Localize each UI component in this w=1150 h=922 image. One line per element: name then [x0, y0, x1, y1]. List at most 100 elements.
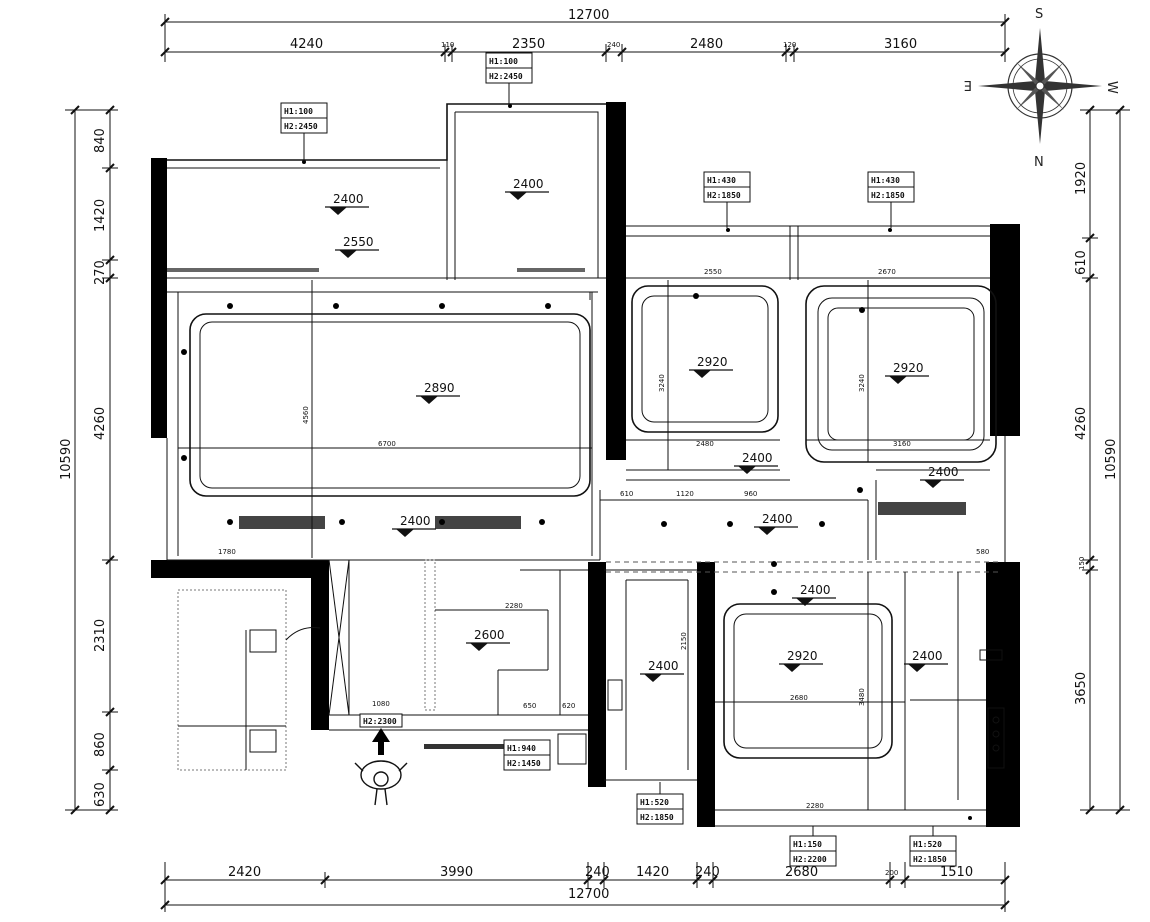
level-triangle-icon — [509, 192, 527, 200]
dim-610: 610 — [620, 490, 633, 498]
top-dim-5: 2480 — [690, 37, 723, 52]
level-triangle-icon — [396, 529, 414, 537]
compass-w: W — [1104, 81, 1119, 94]
bottom-dim-6: 2680 — [785, 865, 818, 880]
tag-d-h2: H2:1850 — [871, 191, 905, 200]
ceiling-level-value: 2920 — [697, 355, 728, 369]
tag-e-h1: H1:940 — [507, 744, 536, 753]
compass-s: S — [1035, 7, 1043, 22]
ceiling-level-value: 2920 — [787, 649, 818, 663]
dim-620: 620 — [562, 702, 575, 710]
right-dim-2: 610 — [1074, 250, 1089, 275]
ceiling-level-lv-2400-a: 2400 — [325, 192, 369, 215]
ceiling-level-lv-2920-b: 2920 — [885, 361, 929, 384]
level-triangle-icon — [908, 664, 926, 672]
tag-f: H1:520 H2:1850 — [636, 782, 684, 825]
dim-3240-a: 3240 — [658, 374, 666, 392]
level-triangle-icon — [738, 466, 756, 474]
bottom-dim-2: 3990 — [440, 865, 473, 880]
tag-h-h1: H1:520 — [913, 840, 942, 849]
tag-b-h2: H2:2450 — [489, 72, 523, 81]
ceiling-level-value: 2400 — [912, 649, 943, 663]
tag-g-h1: H1:150 — [793, 840, 822, 849]
dim-2550-top: 2550 — [704, 268, 722, 276]
tag-door-h2: H2:2300 — [363, 717, 397, 726]
right-dim-4: 150 — [1078, 557, 1086, 570]
ceiling-level-lv-2550: 2550 — [335, 235, 379, 258]
tag-d-h1: H1:430 — [871, 176, 900, 185]
dim-1780: 1780 — [218, 548, 236, 556]
top-dim-6: 120 — [783, 41, 796, 49]
entry-person-icon — [354, 760, 408, 806]
top-dim-7: 3160 — [884, 37, 917, 52]
tag-g-h2: H2:2200 — [793, 855, 827, 864]
left-total-dim: 10590 — [59, 439, 74, 480]
tag-a: H1:100 H2:2450 — [280, 102, 328, 161]
tag-d: H1:430 H2:1850 — [867, 171, 915, 228]
level-triangle-icon — [783, 664, 801, 672]
bottom-total-dim: 12700 — [568, 887, 609, 902]
bottom-dim-5: 240 — [695, 865, 720, 880]
level-triangle-icon — [758, 527, 776, 535]
tag-door: H2:2300 — [359, 713, 403, 728]
ceiling-level-value: 2400 — [800, 583, 831, 597]
dim-1120: 1120 — [676, 490, 694, 498]
ceiling-level-lv-2400-g: 2400 — [640, 659, 684, 682]
level-triangle-icon — [889, 376, 907, 384]
ceiling-level-lv-2890: 2890 — [416, 381, 460, 404]
bottom-dim-7: 200 — [885, 869, 898, 877]
dim-3240-b: 3240 — [858, 374, 866, 392]
ceiling-level-lv-2920-a: 2920 — [689, 355, 733, 378]
ceiling-level-lv-2920-c: 2920 — [779, 649, 823, 672]
dim-960: 960 — [744, 490, 757, 498]
tag-c-h1: H1:430 — [707, 176, 736, 185]
outline — [166, 103, 1006, 827]
bottom-dim-4: 1420 — [636, 865, 669, 880]
compass-n: N — [1034, 155, 1044, 170]
left-dim-3: 270 — [93, 260, 108, 285]
left-dim-4: 4260 — [93, 407, 108, 440]
ceiling-level-value: 2890 — [424, 381, 455, 395]
ceiling-level-lv-2400-b: 2400 — [505, 177, 549, 200]
ceiling-level-value: 2400 — [742, 451, 773, 465]
inner-dimensions: 6700 4560 2480 2550 3240 2670 3160 3240 … — [178, 268, 990, 810]
dim-2150: 2150 — [680, 632, 688, 650]
tag-e: H1:940 H2:1450 — [503, 739, 551, 771]
light-fixtures — [167, 104, 972, 820]
right-dim-5: 3650 — [1074, 672, 1089, 705]
dim-2280: 2280 — [505, 602, 523, 610]
level-triangle-icon — [924, 480, 942, 488]
dim-2480: 2480 — [696, 440, 714, 448]
compass-e: E — [964, 77, 972, 92]
ceiling-level-value: 2400 — [648, 659, 679, 673]
top-dim-4: 240 — [607, 41, 620, 49]
tag-a-h1: H1:100 — [284, 107, 313, 116]
ceiling-level-lv-2400-i: 2400 — [904, 649, 948, 672]
compass-icon: S N E W — [964, 7, 1119, 170]
dim-2670: 2670 — [878, 268, 896, 276]
bottom-dim-8: 1510 — [940, 865, 973, 880]
left-dim-6: 860 — [93, 732, 108, 757]
ceiling-levels: 2400 2550 2400 2890 2920 2920 2400 2400 2400 2400… — [325, 177, 964, 682]
level-triangle-icon — [644, 674, 662, 682]
entry-arrow-icon — [372, 728, 390, 755]
tag-a-h2: H2:2450 — [284, 122, 318, 131]
tag-f-h1: H1:520 — [640, 798, 669, 807]
tag-h-h2: H2:1850 — [913, 855, 947, 864]
level-triangle-icon — [420, 396, 438, 404]
ceiling-level-value: 2400 — [400, 514, 431, 528]
dim-1080: 1080 — [372, 700, 390, 708]
right-dim-1: 1920 — [1074, 162, 1089, 195]
level-triangle-icon — [796, 598, 814, 606]
bottom-dimension-chain: 2420 3990 240 1420 240 2680 200 1510 127… — [160, 862, 1010, 912]
tag-h: H1:520 H2:1850 — [909, 826, 957, 867]
dim-3480: 3480 — [858, 688, 866, 706]
ceiling-level-lv-2400-h: 2400 — [792, 583, 836, 606]
tag-f-h2: H2:1850 — [640, 813, 674, 822]
top-dim-2: 110 — [441, 41, 454, 49]
tag-b: H1:100 H2:2450 — [485, 52, 533, 105]
top-dim-3: 2350 — [512, 37, 545, 52]
dim-4560: 4560 — [302, 406, 310, 424]
dim-2680: 2680 — [790, 694, 808, 702]
